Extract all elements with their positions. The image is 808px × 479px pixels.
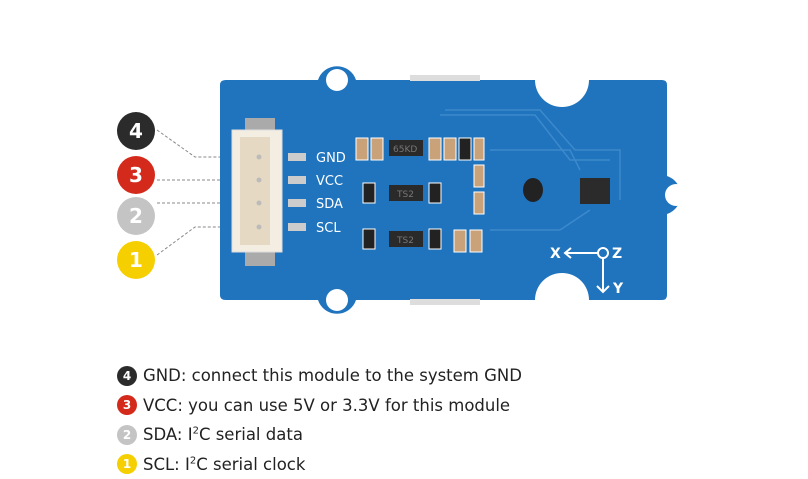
grove-connector: [231, 118, 306, 266]
silk-vcc: VCC: [316, 174, 343, 189]
pin1-number: 1: [129, 248, 143, 272]
legend-text: VCC: you can use 5V or 3.3V for this mod…: [143, 395, 511, 415]
chip-label-2: TS2: [396, 190, 414, 200]
axis-y-label: Y: [612, 281, 624, 297]
axis-x-label: X: [550, 246, 561, 262]
legend-text-pre: SDA: I: [143, 425, 193, 445]
legend-badge: 3: [117, 395, 137, 416]
components: 65KD TS2 TS2: [355, 137, 610, 253]
legend-item-gnd: 4 GND: connect this module to the system…: [117, 361, 522, 391]
axis-marking: [563, 247, 610, 294]
pin3-number: 3: [129, 163, 143, 187]
pin3-badge: [117, 156, 155, 194]
axis-z-label: Z: [612, 246, 622, 262]
chip-label-1: 65KD: [393, 145, 417, 155]
legend-item-vcc: 3 VCC: you can use 5V or 3.3V for this m…: [117, 391, 522, 421]
legend-sup: 2: [192, 425, 199, 437]
silk-sda: SDA: [316, 197, 343, 212]
pin2-badge: [117, 197, 155, 235]
legend-text: SCL: I2C serial clock: [143, 455, 305, 474]
legend-item-scl: 1 SCL: I2C serial clock: [117, 450, 522, 479]
legend-text: GND: connect this module to the system G…: [143, 366, 522, 386]
legend-text: SDA: I2C serial data: [143, 425, 303, 444]
pin4-badge: [117, 112, 155, 150]
legend-text-post: C serial clock: [196, 454, 306, 474]
silk-gnd: GND: [316, 151, 346, 166]
legend-text-post: C serial data: [198, 425, 303, 445]
legend-badge: 1: [117, 454, 137, 475]
pin2-number: 2: [129, 204, 143, 228]
pcb-board: [220, 66, 687, 314]
chip-label-3: TS2: [396, 236, 414, 246]
silk-scl: SCL: [316, 221, 341, 236]
legend-sup: 2: [189, 455, 197, 467]
pin1-badge: [117, 241, 155, 279]
legend-text-pre: SCL: I: [143, 454, 190, 474]
pin-legend: 4 GND: connect this module to the system…: [117, 361, 522, 479]
traces: [440, 109, 621, 231]
pin4-number: 4: [129, 119, 143, 143]
legend-item-sda: 2 SDA: I2C serial data: [117, 420, 522, 450]
legend-badge: 2: [117, 424, 137, 445]
legend-badge: 4: [117, 365, 137, 386]
